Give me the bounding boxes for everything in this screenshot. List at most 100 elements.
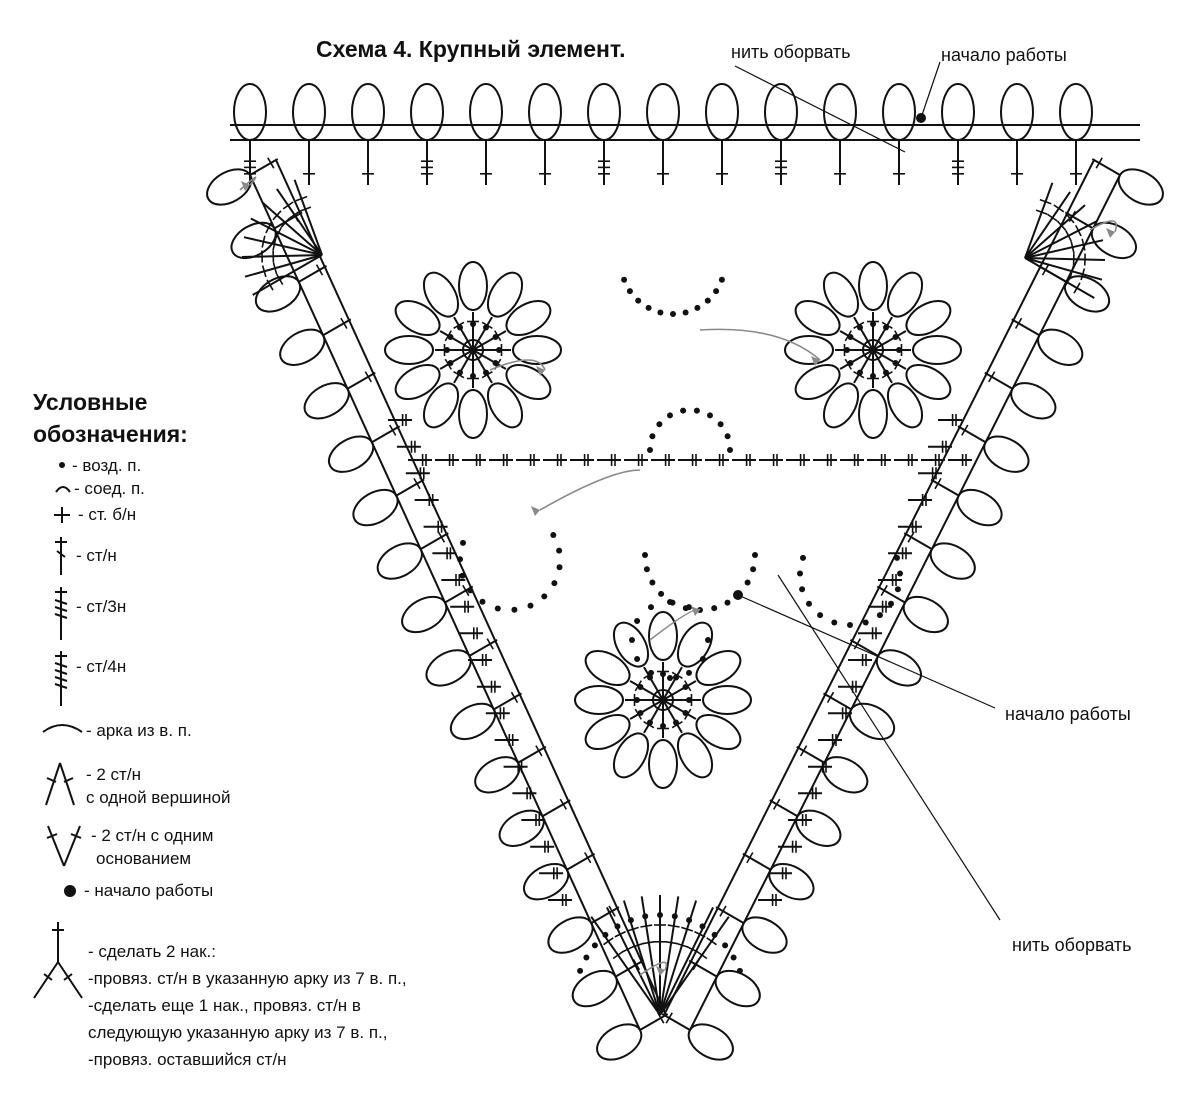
legend-heading: Условные обозначения:: [33, 386, 188, 450]
stitch-bar: [267, 157, 275, 169]
stitch-bar: [340, 317, 348, 329]
left-border-loop: [571, 969, 618, 1008]
stitch-bar: [559, 798, 567, 810]
stitch-bar: [1080, 268, 1086, 281]
right-chain-arch: [894, 586, 901, 593]
stitch-bar: [315, 264, 324, 276]
right-chain-arch: [797, 570, 803, 577]
direction-arrow: [639, 961, 668, 976]
legend-combo-line4: следующую указанную арку из 7 в. п.,: [88, 1023, 388, 1042]
left-motif-spoke: [453, 316, 474, 351]
center-chain-arch: [711, 605, 718, 612]
right-motif-chain: [857, 324, 863, 331]
bottom-motif-petal: [676, 621, 714, 668]
bottom-motif-spoke: [629, 680, 664, 701]
stitch-bar: [1065, 213, 1075, 224]
top-right-fan-stitch: [1024, 191, 1071, 259]
stitch-bar: [1039, 198, 1052, 205]
left-border-stitch: [346, 371, 376, 390]
bottom-motif-chain: [673, 719, 679, 726]
stitch-bar: [626, 926, 639, 932]
right-border-stitch: [742, 852, 772, 871]
right-border-loop: [1117, 168, 1164, 206]
left-motif-chain: [457, 324, 463, 331]
left-motif-chain: [496, 347, 502, 353]
right-border-loop: [1037, 328, 1084, 366]
right-motif-chain: [896, 347, 902, 353]
bottom-fan-chain: [699, 923, 706, 930]
center-chain-arch: [707, 412, 713, 419]
legend-combo-line1: - сделать 2 нак.:: [88, 942, 216, 961]
top-border-loop: [705, 83, 739, 141]
center-chain-arch: [649, 433, 656, 440]
left-motif-chain: [483, 369, 489, 376]
right-motif-petal: [794, 363, 841, 401]
left-border-loop: [449, 702, 497, 741]
right-chain-arch: [876, 612, 883, 619]
center-chain-arch: [724, 433, 731, 440]
left-border-stitch: [590, 906, 620, 924]
left-chain-arch: [556, 547, 563, 554]
stitch-bar: [261, 235, 266, 248]
diagram-title: Схема 4. Крупный элемент.: [316, 36, 626, 62]
stitch-bar: [272, 238, 277, 251]
stitch-bar: [632, 942, 644, 948]
legend-combo-line5: -провяз. оставшийся ст/н: [88, 1050, 287, 1069]
right-border-stitch: [984, 371, 1014, 390]
stitch-bar: [364, 371, 372, 383]
stitch-bar: [1053, 204, 1065, 213]
stitch-bar: [694, 930, 706, 938]
stitch-bar: [826, 691, 835, 703]
right-border-stitch: [849, 639, 879, 657]
left-border-stitch: [298, 265, 328, 283]
start-dot-icon: [64, 885, 76, 897]
top-border-loop: [882, 83, 916, 141]
stitch-bar: [799, 745, 808, 757]
bottom-motif-center-ring: [652, 689, 674, 711]
top-border-loop: [646, 83, 680, 141]
stitch-bar: [1069, 265, 1075, 278]
treble-3-crochet-icon: [54, 587, 68, 640]
center-chain-arch: [649, 579, 656, 586]
left-motif-chain: [483, 324, 489, 331]
stitch-bar: [1081, 238, 1086, 251]
right-motif-petal: [886, 382, 924, 429]
bottom-motif-chain: [637, 684, 644, 690]
center-chain-arch: [752, 552, 758, 558]
center-chain-arch: [750, 566, 757, 573]
right-motif-petal: [794, 299, 841, 337]
top-left-fan-stitch: [241, 254, 323, 258]
right-border-loop: [687, 1023, 734, 1061]
top-right-fan-stitch: [1024, 239, 1104, 259]
start-marker-center: [733, 590, 743, 600]
bottom-motif-chain: [647, 719, 653, 726]
stitch-bar: [437, 531, 446, 543]
bottom-fan-chain: [657, 912, 663, 918]
legend-treble3-label: - ст/3н: [76, 597, 127, 616]
top-right-fan-stitch: [1024, 182, 1054, 259]
top-right-fan-stitch: [1024, 257, 1106, 261]
bottom-fan-stitch: [590, 916, 661, 1016]
right-motif-chain: [847, 360, 854, 366]
left-border-loop: [474, 756, 521, 794]
stitch-bar: [961, 424, 969, 436]
double-crochet-icon: [55, 537, 67, 575]
right-border-stitch: [930, 478, 960, 497]
bottom-fan-chain: [583, 954, 590, 961]
stitch-bar: [612, 950, 624, 960]
right-motif-spoke: [872, 316, 893, 351]
right-motif-petal: [912, 335, 962, 365]
left-border-loop: [206, 168, 253, 206]
left-chain-arch: [541, 593, 548, 600]
lower-chain-arch: [648, 669, 654, 676]
callout-top-start: начало работы: [941, 45, 1067, 65]
stitch-bar: [665, 940, 678, 945]
center-chain-arch: [670, 311, 676, 317]
lower-chain-arch: [634, 656, 641, 662]
right-motif-petal: [858, 261, 888, 311]
stitch-bar: [934, 478, 942, 490]
left-border-stitch: [468, 639, 498, 657]
callout-right-cut-thread: нить оборвать: [1012, 935, 1132, 955]
stitch-bar: [389, 424, 397, 436]
stitch-bar: [1070, 241, 1075, 254]
